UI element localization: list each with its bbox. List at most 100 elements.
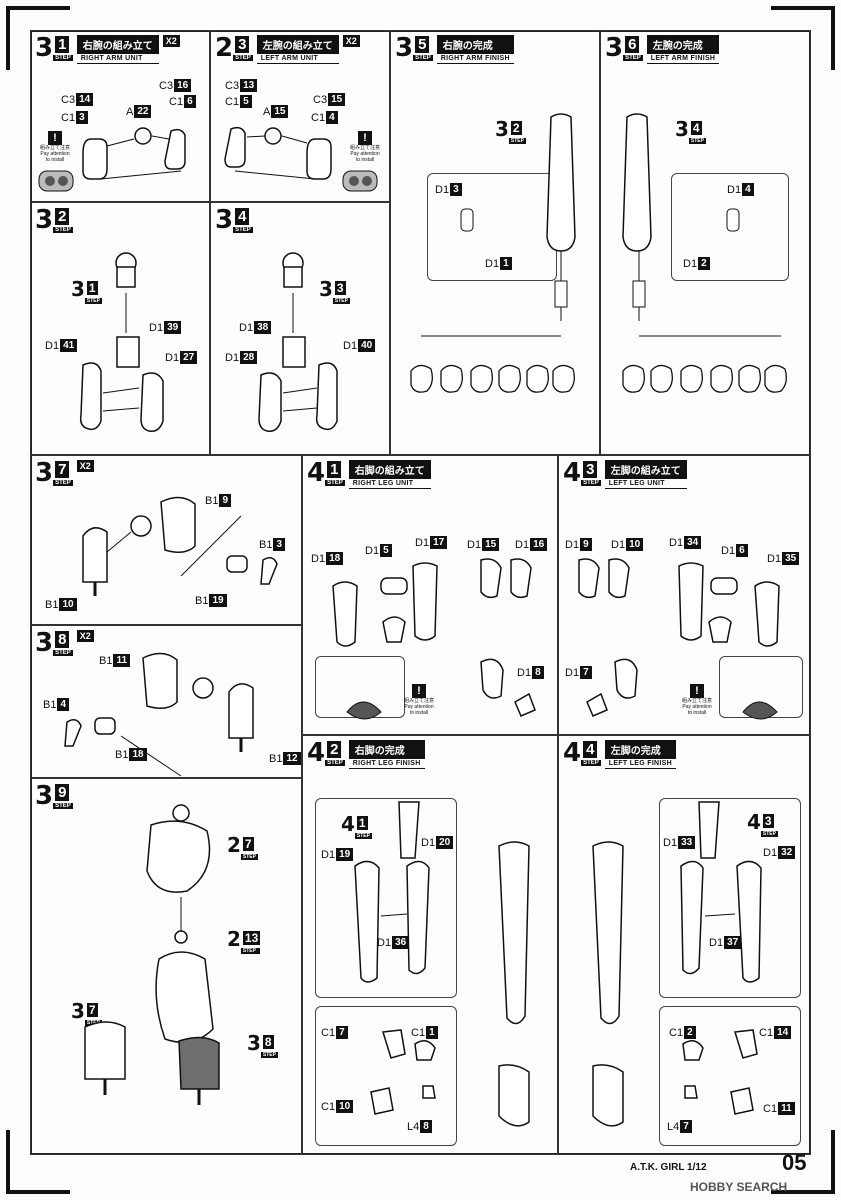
step-title-jp: 左脚の完成 — [604, 740, 676, 759]
leg-unit-drawing — [578, 558, 780, 720]
step-main-digit: 3 — [35, 628, 54, 658]
step-title-en: RIGHT ARM FINISH — [436, 54, 514, 64]
warning-icon: ! — [412, 684, 426, 698]
frame-corner-top-left — [6, 6, 70, 70]
step-tag: STEP — [581, 479, 601, 486]
step-sub-digit: 8 — [55, 630, 70, 648]
step-sub-digit: 1 — [327, 460, 342, 478]
watermark: HOBBY SEARCH — [690, 1180, 788, 1194]
step-tag: STEP — [623, 54, 643, 61]
step-title-jp: 右腕の組み立て — [76, 35, 159, 54]
multiplier-badge: X2 — [76, 630, 94, 642]
frame-corner-bottom-left — [6, 1130, 70, 1194]
step-tag: STEP — [53, 226, 73, 233]
step-title-jp: 右脚の組み立て — [348, 460, 431, 479]
step-main-digit: 3 — [35, 458, 54, 488]
step-sub-digit: 4 — [235, 207, 250, 225]
step-sub-digit: 4 — [583, 740, 598, 758]
frame-corner-bottom-right — [771, 1130, 835, 1194]
step-main-digit: 4 — [307, 738, 326, 768]
step-title-jp: 右脚の完成 — [348, 740, 425, 759]
step-title-jp: 左腕の完成 — [646, 35, 720, 54]
step-tag: STEP — [413, 54, 433, 61]
step-tag: STEP — [325, 479, 345, 486]
warning-icon: ! — [48, 131, 62, 145]
product-name: A.T.K. GIRL 1/12 — [630, 1162, 707, 1173]
step-tag: STEP — [53, 649, 73, 656]
step-main-digit: 2 — [215, 33, 234, 63]
step-title-jp: 左腕の組み立て — [256, 35, 339, 54]
step-sub-digit: 2 — [55, 207, 70, 225]
step-title-en: RIGHT LEG FINISH — [348, 759, 425, 769]
step-main-digit: 3 — [215, 205, 234, 235]
multiplier-badge: X2 — [342, 35, 360, 47]
torso-hip-drawing — [84, 804, 220, 1105]
shoulder-assembly-drawing — [258, 252, 338, 433]
detail-inset — [659, 798, 801, 998]
step-title-en: LEFT LEG FINISH — [604, 759, 676, 769]
step-title-en: LEFT ARM FINISH — [646, 54, 720, 64]
step-title-en: RIGHT ARM UNIT — [76, 54, 159, 64]
step-sub-digit: 3 — [583, 460, 598, 478]
step-tag: STEP — [53, 54, 73, 61]
arm-parts-drawing — [224, 126, 378, 192]
step-main-digit: 3 — [35, 33, 54, 63]
step-main-digit: 3 — [395, 33, 414, 63]
multiplier-badge: X2 — [76, 460, 94, 472]
arm-finish-drawing — [622, 113, 787, 393]
step-title-jp: 右腕の完成 — [436, 35, 514, 54]
step-main-digit: 4 — [563, 738, 582, 768]
step-sub-digit: 9 — [55, 783, 70, 801]
step-tag: STEP — [233, 54, 253, 61]
step-tag: STEP — [53, 802, 73, 809]
